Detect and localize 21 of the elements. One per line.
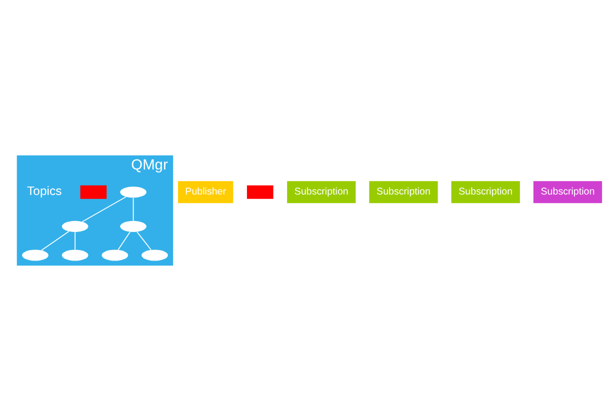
node-box: Subscription: [287, 180, 356, 203]
node-ellipse: [22, 249, 48, 260]
node-ellipse: [120, 220, 146, 232]
node-ellipse: [142, 249, 168, 260]
connector: [118, 230, 131, 250]
node-ellipse: [62, 220, 88, 232]
label: Topics: [27, 184, 62, 198]
node-box: Subscription: [369, 180, 438, 203]
node-ellipse: [120, 186, 146, 198]
connector: [74, 231, 76, 250]
node-box: Subscription: [451, 180, 520, 203]
node-box: Publisher: [178, 180, 234, 203]
node-box: [80, 184, 107, 198]
node-ellipse: [62, 249, 88, 260]
connector: [136, 230, 152, 250]
node-ellipse: [102, 249, 128, 260]
connector: [82, 196, 127, 222]
node-box: Subscription: [533, 180, 602, 203]
connector: [41, 230, 70, 250]
connector: [132, 196, 134, 221]
node-box: [246, 184, 274, 198]
